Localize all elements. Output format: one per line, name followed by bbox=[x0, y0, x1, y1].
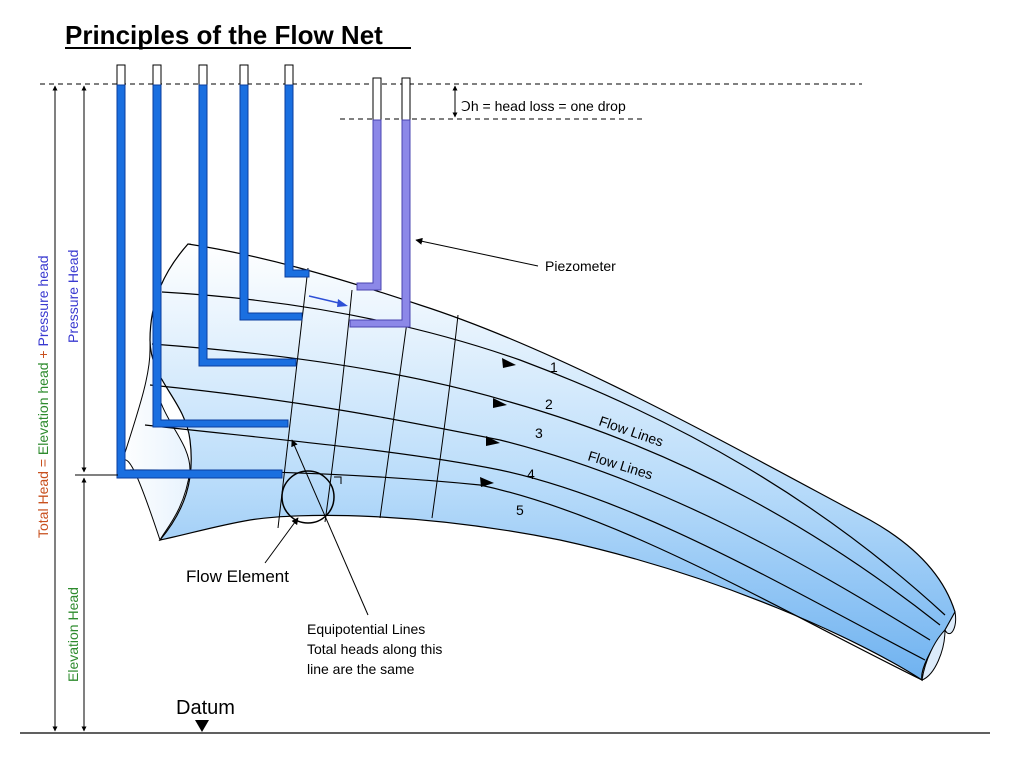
datum-marker bbox=[195, 720, 209, 732]
headloss-label: Ↄh = head loss = one drop bbox=[461, 98, 626, 114]
piezometer-2-top bbox=[401, 77, 411, 121]
equipotential-label-line-1: Equipotential Lines bbox=[307, 621, 425, 637]
flow-element-corner bbox=[334, 476, 342, 484]
piezometer-1-top bbox=[372, 77, 382, 121]
flow-line-number-4: 4 bbox=[527, 466, 535, 482]
total-head-label-part1: Total Head bbox=[35, 471, 51, 538]
total-head-label-part2: Elevation head bbox=[35, 362, 51, 455]
flow-line-number-1: 1 bbox=[550, 359, 558, 375]
flow-direction-arrow bbox=[308, 295, 344, 305]
pressure-head-label: Pressure Head bbox=[65, 250, 81, 343]
equipotential-label-line-2: Total heads along this bbox=[307, 641, 442, 657]
flow-arrow-4 bbox=[480, 477, 494, 487]
flow-body-shape bbox=[149, 243, 956, 682]
flow-arrow-3 bbox=[486, 436, 500, 446]
flow-arrowheads bbox=[480, 358, 516, 487]
standpipe-4 bbox=[239, 84, 303, 321]
flow-line-4 bbox=[144, 424, 926, 661]
total-head-label: Total Head = Elevation head + Pressure h… bbox=[35, 255, 51, 538]
piezometer-callout-line bbox=[415, 237, 539, 267]
flow-line-number-5: 5 bbox=[516, 502, 524, 518]
equipotential-line-2 bbox=[324, 289, 353, 523]
flow-line-3 bbox=[149, 384, 931, 641]
total-head-label-part3: Pressure head bbox=[35, 255, 51, 346]
standpipe-2-top bbox=[152, 64, 162, 86]
datum-label: Datum bbox=[176, 697, 235, 719]
flow-line-2 bbox=[151, 343, 941, 626]
elevation-head-label: Elevation Head bbox=[65, 587, 81, 682]
piezometer-label: Piezometer bbox=[545, 258, 616, 274]
flow-line-number-3: 3 bbox=[535, 425, 543, 441]
standpipe-5 bbox=[284, 84, 310, 278]
piezometers bbox=[349, 77, 411, 328]
page-title: Principles of the Flow Net bbox=[65, 20, 383, 50]
standpipe-5-top bbox=[284, 64, 294, 86]
flow-element-callout-line bbox=[264, 517, 299, 564]
total-head-label-eq: = bbox=[35, 455, 51, 471]
standpipe-4-top bbox=[239, 64, 249, 86]
standpipe-1-top bbox=[116, 64, 126, 86]
standpipe-3 bbox=[198, 84, 297, 367]
flow-end-cap bbox=[921, 610, 957, 681]
standpipe-2 bbox=[152, 84, 289, 428]
flow-element-label: Flow Element bbox=[186, 567, 289, 586]
piezometer-2 bbox=[349, 119, 411, 328]
flow-arrow-2 bbox=[493, 398, 507, 408]
standpipe-3-top bbox=[198, 64, 208, 86]
flow-element-circle bbox=[281, 470, 335, 524]
total-head-label-plus: + bbox=[35, 346, 51, 362]
piezometer-1 bbox=[356, 119, 382, 291]
flow-line-1 bbox=[161, 291, 946, 616]
equipotential-line-4 bbox=[431, 314, 459, 519]
flow-direction-arrowhead bbox=[337, 299, 348, 307]
equipotential-label-line-3: line are the same bbox=[307, 661, 415, 677]
flow-arrow-1 bbox=[502, 358, 516, 368]
standpipe-1 bbox=[116, 84, 283, 479]
flow-line-number-2: 2 bbox=[545, 396, 553, 412]
equipotential-callout-line bbox=[291, 439, 369, 616]
standpipes bbox=[116, 64, 310, 479]
